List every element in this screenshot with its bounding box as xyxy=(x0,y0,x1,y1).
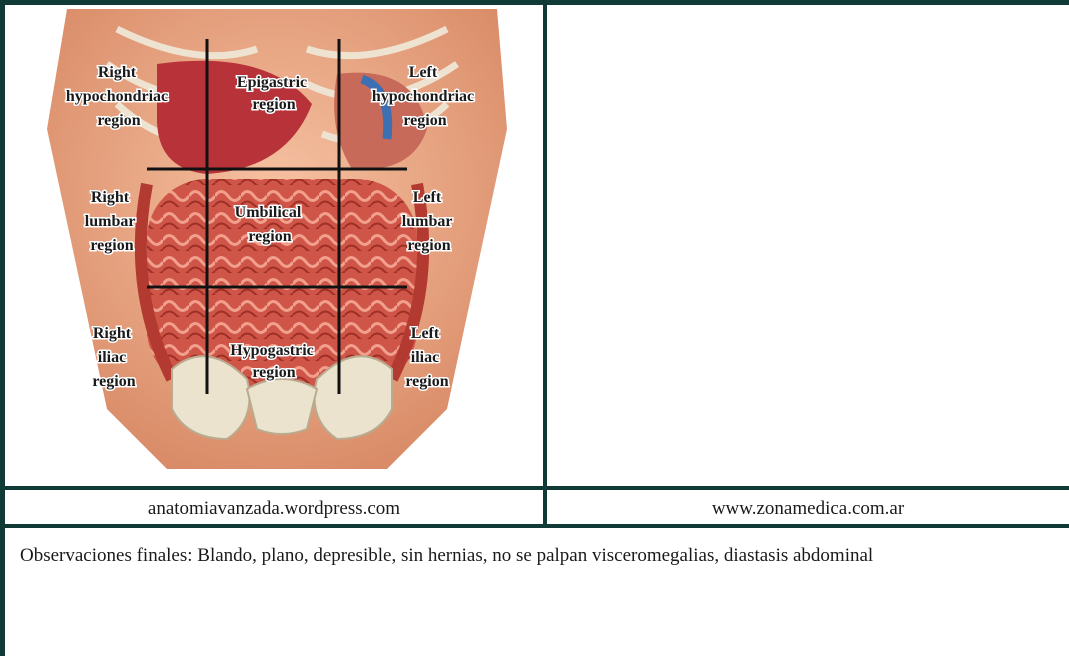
label-left-iliac: Left iliac region xyxy=(405,325,448,390)
border-top xyxy=(0,0,1069,5)
abdominal-regions-diagram: Right hypochondriac region Epigastric re… xyxy=(7,9,540,484)
border-middle-vertical xyxy=(543,0,547,527)
border-under-captions xyxy=(0,524,1069,528)
border-under-images xyxy=(0,486,1069,490)
border-left xyxy=(0,0,5,656)
label-right-iliac: Right iliac region xyxy=(92,325,135,390)
caption-right: www.zonamedica.com.ar xyxy=(547,497,1069,521)
observations-text: Observaciones finales: Blando, plano, de… xyxy=(20,544,1020,568)
label-right-lumbar: Right lumbar region xyxy=(85,189,139,254)
caption-left: anatomiavanzada.wordpress.com xyxy=(5,497,543,521)
